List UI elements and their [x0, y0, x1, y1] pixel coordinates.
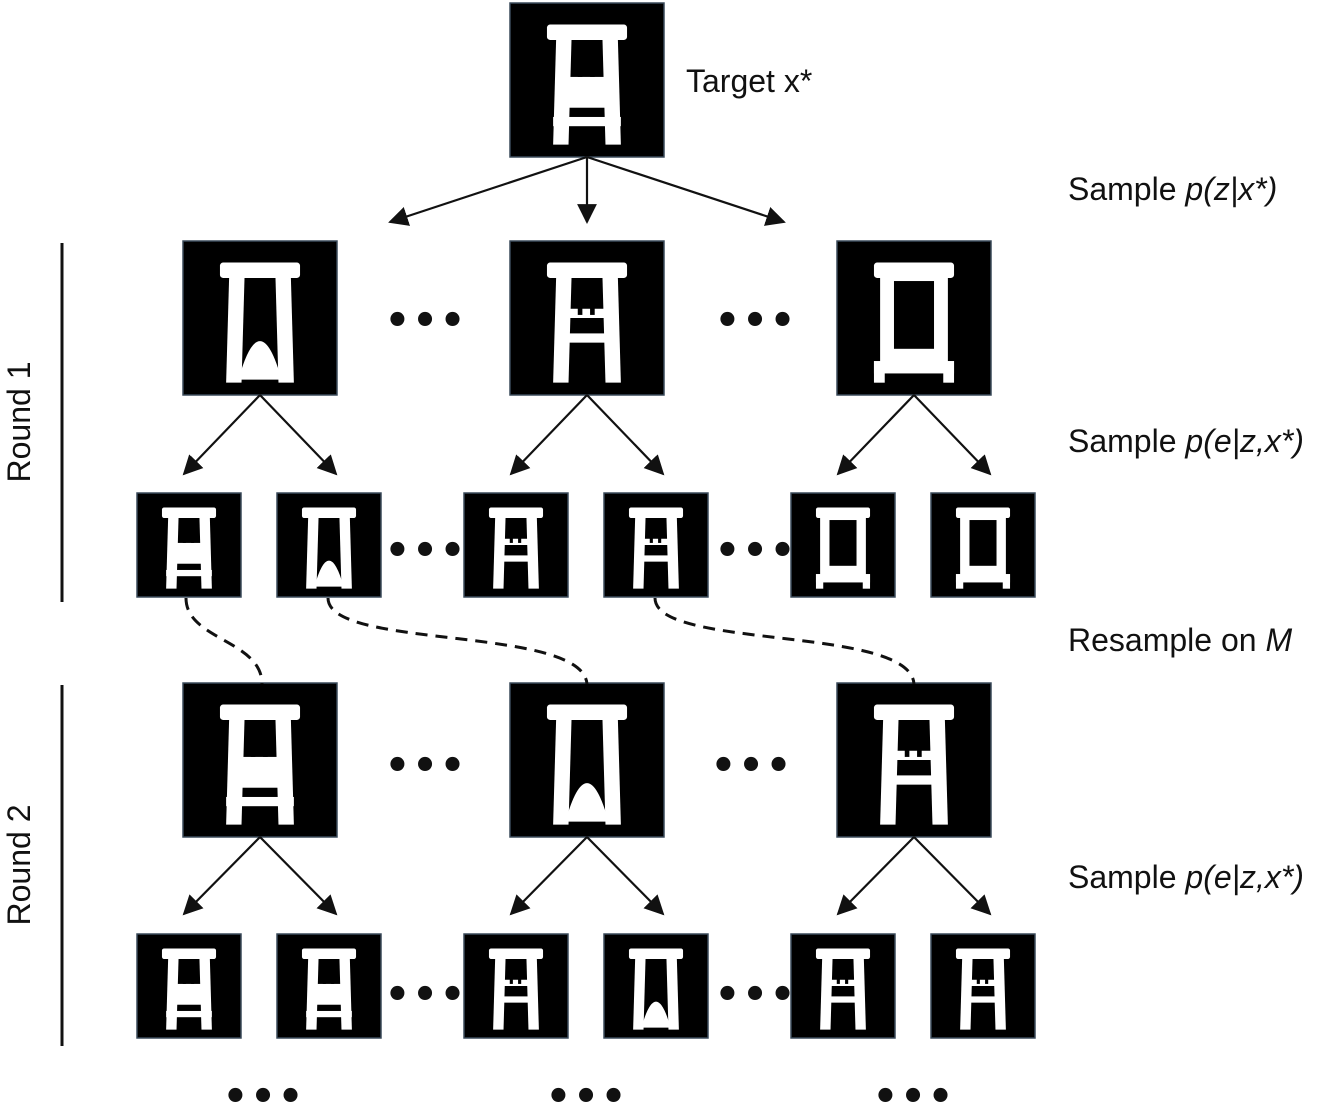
branch-arrow-right-3	[913, 394, 992, 476]
target-tile	[509, 2, 665, 158]
resample-line-3	[653, 597, 916, 685]
round2-child-3	[463, 933, 569, 1039]
branch-arrow-left-6	[836, 836, 915, 916]
ellipsis-7: •••	[385, 972, 468, 1018]
branch-arrow-left-5	[509, 836, 588, 916]
round2-parent-3	[836, 682, 992, 838]
ellipsis-4: •••	[715, 528, 798, 574]
round1-label: Round 1	[1, 362, 37, 483]
round2-child-4-chair-icon	[628, 948, 684, 1030]
round1-child-6	[930, 492, 1036, 598]
branch-arrow-left-3	[836, 394, 915, 476]
round2-parent-1	[182, 682, 338, 838]
round2-child-1	[136, 933, 242, 1039]
round2-child-2	[276, 933, 382, 1039]
round1-child-1	[136, 492, 242, 598]
round1-child-5-chair-icon	[815, 507, 871, 589]
target-image	[509, 2, 665, 158]
round1-parent-1-chair-icon	[219, 262, 301, 383]
round1-child-6-chair-icon	[955, 507, 1011, 589]
round1-parent-2-chair-icon	[546, 262, 628, 383]
label-sample-e-round1: Sample p(e|z,x*)	[1068, 423, 1304, 459]
round1-child-2-chair-icon	[301, 507, 357, 589]
branch-arrows	[182, 394, 992, 916]
ellipsis-11: •••	[873, 1074, 956, 1110]
round2-child-1-chair-icon	[161, 948, 217, 1030]
branch-arrow-right-1	[259, 394, 338, 476]
label-sample-e-round2: Sample p(e|z,x*)	[1068, 859, 1304, 895]
tiles-layer	[136, 240, 1036, 1039]
branch-arrow-left-1	[182, 394, 261, 476]
round1-child-4-chair-icon	[628, 507, 684, 589]
round2-child-5-chair-icon	[815, 948, 871, 1030]
target-arrows	[388, 155, 786, 226]
round2-child-2-chair-icon	[301, 948, 357, 1030]
arrow-left	[388, 155, 588, 226]
ellipsis-6: •••	[711, 743, 794, 789]
label-resample: Resample on M	[1068, 622, 1292, 658]
ellipsis-2: •••	[715, 298, 798, 344]
round2-child-6	[930, 933, 1036, 1039]
round1-parent-2	[509, 240, 665, 396]
round2-parent-2	[509, 682, 665, 838]
round1-parent-3-chair-icon	[873, 262, 955, 383]
label-sample-z: Sample p(z|x*)	[1068, 171, 1277, 207]
target-tile-chair-icon	[546, 24, 628, 145]
branch-arrow-right-6	[913, 836, 992, 916]
branch-arrow-right-4	[259, 836, 338, 916]
round2-child-6-chair-icon	[955, 948, 1011, 1030]
round2-parent-1-chair-icon	[219, 704, 301, 825]
branch-arrow-right-2	[586, 394, 665, 476]
ellipsis-8: •••	[715, 972, 798, 1018]
round1-parent-3	[836, 240, 992, 396]
ellipsis-5: •••	[385, 743, 468, 789]
round2-parent-3-chair-icon	[873, 704, 955, 825]
ellipsis-3: •••	[385, 528, 468, 574]
branch-arrow-left-4	[182, 836, 261, 916]
round1-parent-1	[182, 240, 338, 396]
target-label: Target x*	[686, 63, 812, 99]
ellipsis-1: •••	[385, 298, 468, 344]
round1-child-3-chair-icon	[488, 507, 544, 589]
round2-label: Round 2	[1, 805, 37, 926]
ellipses-layer: ••• ••• ••• ••• ••• ••• ••• ••• ••• ••• •••	[223, 298, 956, 1110]
branch-arrow-left-2	[509, 394, 588, 476]
round2-parent-2-chair-icon	[546, 704, 628, 825]
round2-child-4	[603, 933, 709, 1039]
ellipsis-10: •••	[546, 1074, 629, 1110]
round2-child-3-chair-icon	[488, 948, 544, 1030]
round1-child-3	[463, 492, 569, 598]
round1-child-5	[790, 492, 896, 598]
branch-arrow-right-5	[586, 836, 665, 916]
arrow-right	[586, 155, 786, 226]
ellipsis-9: •••	[223, 1074, 306, 1110]
round1-child-1-chair-icon	[161, 507, 217, 589]
round2-child-5	[790, 933, 896, 1039]
resample-line-1	[184, 597, 264, 685]
resample-line-2	[326, 597, 589, 685]
round1-child-2	[276, 492, 382, 598]
round1-child-4	[603, 492, 709, 598]
resample-connectors	[184, 597, 916, 685]
